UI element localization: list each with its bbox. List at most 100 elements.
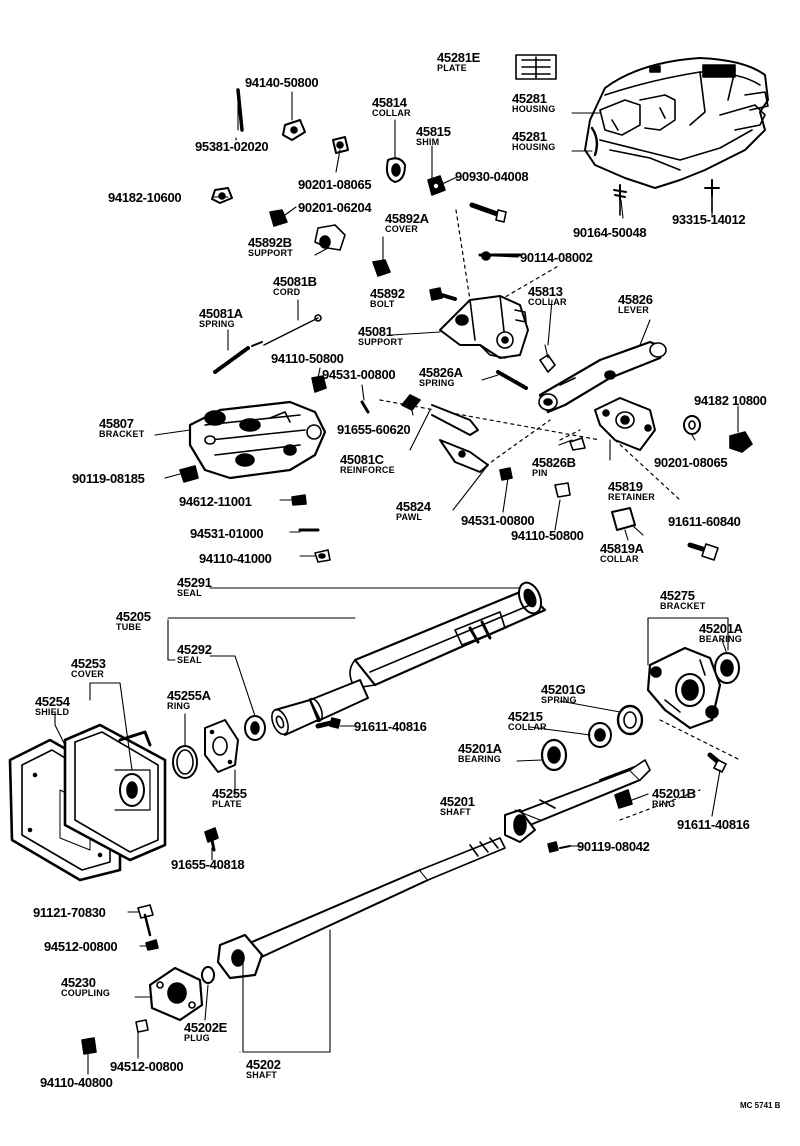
part-name: PAWL: [396, 512, 423, 522]
label-94110-50800-top: 94110-50800: [271, 351, 344, 366]
part-number: 45202E: [184, 1020, 228, 1035]
part-number: 45826: [618, 292, 653, 307]
label-45253: 45253 COVER: [71, 657, 106, 679]
part-name: HOUSING: [512, 104, 556, 114]
part-number: 45814: [372, 95, 407, 110]
label-45892a: 45892A COVER: [385, 212, 429, 234]
label-45281-housing-a: 45281 HOUSING: [512, 92, 555, 114]
part-name: COUPLING: [61, 988, 111, 998]
part-name: REINFORCE: [340, 465, 395, 475]
part-name: CORD: [273, 287, 301, 297]
bracket-45275-part: [646, 646, 722, 730]
label-45292: 45292 SEAL: [177, 643, 212, 665]
bolt-91655-part: [204, 827, 219, 852]
part-number: 45081C: [340, 452, 384, 467]
part-number: 45815: [416, 124, 451, 139]
label-45275: 45275 BRACKET: [660, 589, 705, 611]
label-45202: 45202 SHAFT: [246, 1058, 281, 1080]
bottom-left-small-parts: [81, 904, 159, 1055]
part-number: 45201A: [458, 741, 502, 756]
part-name: SHIELD: [35, 707, 70, 717]
bracket-45807-part: [188, 400, 327, 480]
part-name: COVER: [385, 224, 419, 234]
part-number: 45807: [99, 416, 134, 431]
retainer-45819-part: [594, 397, 656, 451]
part-number: 45819A: [600, 541, 644, 556]
part-number: 45215: [508, 709, 543, 724]
part-number: 45201: [440, 794, 475, 809]
part-name: PLUG: [184, 1033, 210, 1043]
part-number: 45202: [246, 1057, 281, 1072]
label-45814: 45814 COLLAR: [372, 96, 411, 118]
part-number: 45281E: [437, 50, 481, 65]
label-45215: 45215 COLLAR: [508, 710, 547, 732]
plate-45255-part: [204, 719, 239, 773]
label-91611-60840: 91611-60840: [668, 514, 741, 529]
label-90201-08065-top: 90201-08065: [298, 177, 372, 192]
part-number: 45281: [512, 129, 547, 144]
part-name: SUPPORT: [248, 248, 293, 258]
label-94110-50800-mid: 94110-50800: [511, 528, 584, 543]
part-number: 45081A: [199, 306, 243, 321]
label-45081b: 45081B CORD: [273, 275, 317, 297]
spring-collar-bearing-parts: [540, 704, 644, 772]
label-45201a-low: 45201A BEARING: [458, 742, 502, 764]
part-name: BRACKET: [99, 429, 145, 439]
lever-45826-part: [538, 340, 667, 414]
label-90164-50048: 90164-50048: [573, 225, 647, 240]
part-name: COLLAR: [600, 554, 639, 564]
part-name: SHIM: [416, 137, 440, 147]
part-number: 45819: [608, 479, 643, 494]
figure-code: MC 5741 B: [740, 1101, 781, 1110]
part-number: 45255: [212, 786, 247, 801]
misc-small-parts: [179, 375, 586, 563]
bolt-91611-part: [315, 717, 341, 729]
label-90201-08065-right: 90201-08065: [654, 455, 728, 470]
collar-45819a-part: [611, 507, 719, 561]
label-45281-housing-b: 45281 HOUSING: [512, 130, 555, 152]
plate-45281e-part: [515, 54, 557, 80]
label-94182-10800: 94182 10800: [694, 393, 767, 408]
label-45892: 45892 BOLT: [370, 287, 405, 309]
label-91611-40816-mid: 91611-40816: [354, 719, 427, 734]
part-name: COLLAR: [528, 297, 567, 307]
part-number: 45826B: [532, 455, 576, 470]
label-45826: 45826 LEVER: [618, 293, 653, 315]
label-45201g: 45201G SPRING: [541, 683, 586, 705]
part-name: RETAINER: [608, 492, 655, 502]
seal-45292-part: [244, 715, 266, 741]
label-45205: 45205 TUBE: [116, 610, 151, 632]
part-name: COVER: [71, 669, 105, 679]
part-name: SUPPORT: [358, 337, 403, 347]
label-90114-08002: 90114-08002: [520, 250, 593, 265]
label-45815: 45815 SHIM: [416, 125, 451, 147]
part-name: BOLT: [370, 299, 395, 309]
label-45201: 45201 SHAFT: [440, 795, 475, 817]
label-90119-08042: 90119-08042: [577, 839, 650, 854]
label-45081c: 45081C REINFORCE: [340, 453, 395, 475]
part-name: LEVER: [618, 305, 650, 315]
ring-45255a-part: [172, 745, 198, 779]
label-45230: 45230 COUPLING: [61, 976, 110, 998]
label-45807: 45807 BRACKET: [99, 417, 144, 439]
part-number: 45081: [358, 324, 393, 339]
part-number: 45892: [370, 286, 405, 301]
coupling-45230-part: [148, 966, 204, 1022]
label-45201a-top: 45201A BEARING: [699, 622, 743, 644]
label-90930-04008: 90930-04008: [455, 169, 529, 184]
part-name: SPRING: [419, 378, 455, 388]
part-number: 45813: [528, 284, 563, 299]
label-94512-00800-top: 94512-00800: [44, 939, 118, 954]
plug-45202e-part: [201, 966, 215, 984]
part-number: 45230: [61, 975, 96, 990]
label-45291: 45291 SEAL: [177, 576, 212, 598]
part-name: BEARING: [458, 754, 501, 764]
part-name: TUBE: [116, 622, 142, 632]
leader-lines: [54, 89, 739, 1075]
part-number: 45205: [116, 609, 151, 624]
ring-45201b-part: [614, 789, 633, 809]
part-name: COLLAR: [508, 722, 547, 732]
label-45201b: 45201B RING: [652, 787, 696, 809]
label-45081: 45081 SUPPORT: [358, 325, 403, 347]
